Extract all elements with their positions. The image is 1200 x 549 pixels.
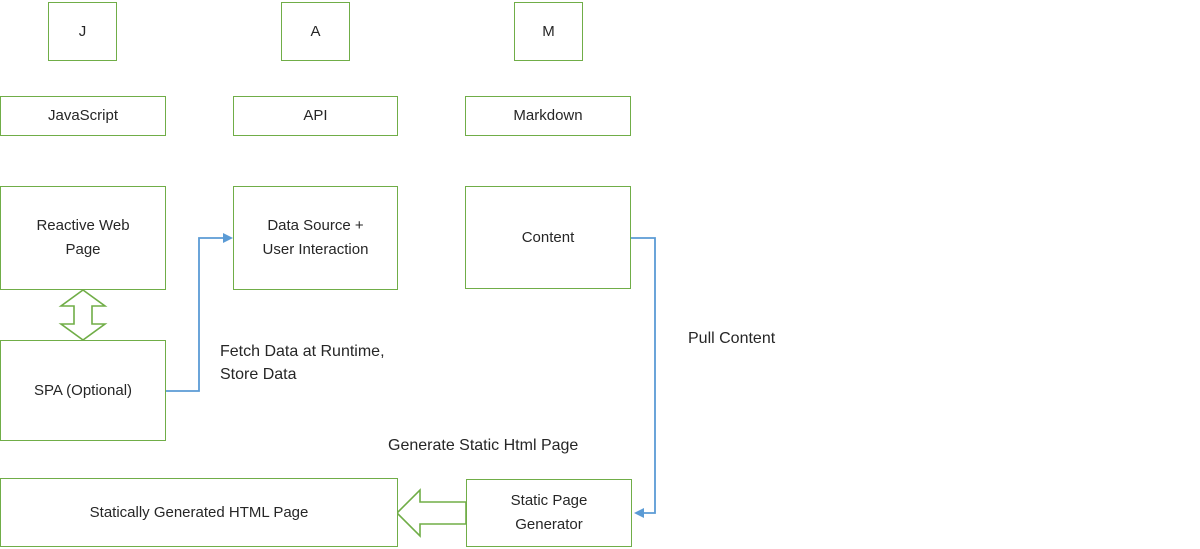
box-javascript: JavaScript [0, 96, 166, 136]
left-block-arrow-icon [395, 488, 467, 538]
connector-content-to-generator [631, 237, 656, 514]
box-content: Content [465, 186, 631, 289]
box-static-page-generator: Static Page Generator [466, 479, 632, 547]
connector-spa-to-datasource [166, 237, 224, 392]
box-reactive-web-page: Reactive Web Page [0, 186, 166, 290]
box-spa-optional: SPA (Optional) [0, 340, 166, 441]
arrowhead-left-icon [634, 508, 644, 518]
box-letter-a: A [281, 2, 350, 61]
box-markdown: Markdown [465, 96, 631, 136]
label-generate-static-html: Generate Static Html Page [388, 437, 579, 454]
box-letter-m: M [514, 2, 583, 61]
up-down-arrow-icon [58, 289, 108, 341]
box-api: API [233, 96, 398, 136]
label-fetch-data: Fetch Data at Runtime, Store Data [220, 343, 385, 383]
box-letter-j: J [48, 2, 117, 61]
box-statically-generated-html-page: Statically Generated HTML Page [0, 478, 398, 547]
label-pull-content: Pull Content [688, 330, 776, 347]
arrowhead-right-icon [223, 233, 233, 243]
box-data-source: Data Source + User Interaction [233, 186, 398, 290]
